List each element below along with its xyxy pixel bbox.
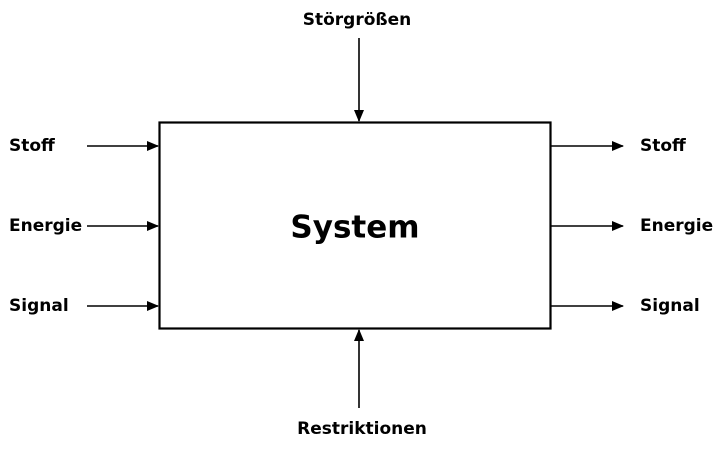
system-box [158,121,552,330]
input-label-energie: Energie [9,216,82,236]
output-label-stoff: Stoff [640,136,686,156]
disturbance-label: Störgrößen [303,10,412,30]
output-label-signal: Signal [640,296,700,316]
system-label: System [290,210,419,246]
input-label-stoff: Stoff [9,136,55,156]
restriction-label: Restriktionen [297,419,427,439]
output-label-energie: Energie [640,216,713,236]
input-label-signal: Signal [9,296,69,316]
